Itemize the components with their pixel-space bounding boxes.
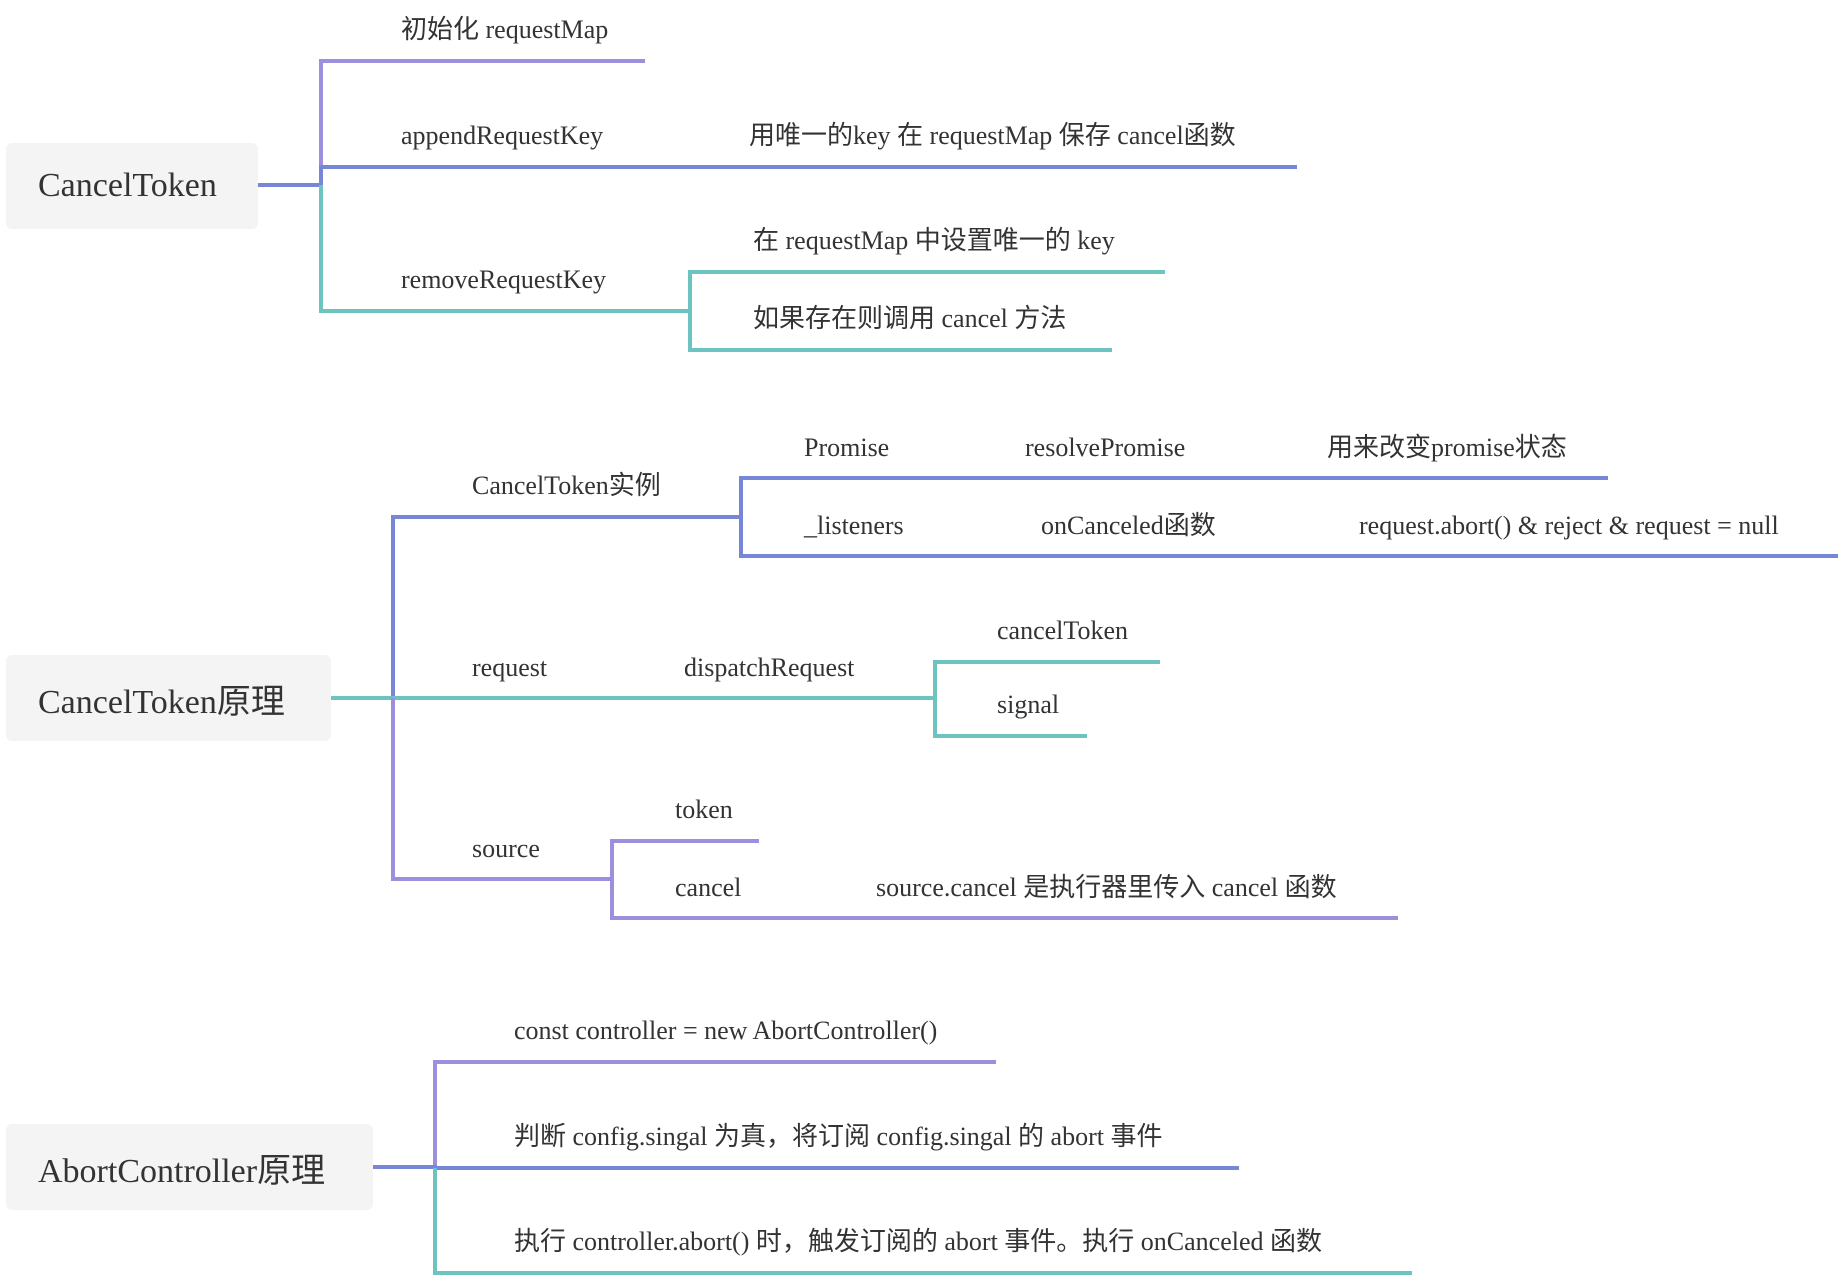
connector-instance-rows — [739, 476, 1838, 558]
node-signal[interactable]: signal — [997, 690, 1060, 719]
connector-root3-to-branch1 — [433, 1060, 996, 1167]
node-remove-desc-1[interactable]: 在 requestMap 中设置唯一的 key — [753, 226, 1115, 255]
root-node-canceltoken-principle[interactable]: CancelToken原理 — [6, 655, 331, 741]
connector-dispatch-children — [933, 660, 1160, 738]
connector-remove-to-children — [688, 270, 1165, 352]
node-cancel-token[interactable]: cancelToken — [997, 616, 1128, 645]
node-append-desc[interactable]: 用唯一的key 在 requestMap 保存 cancel函数 — [749, 121, 1236, 150]
connector-source-children — [610, 839, 1398, 920]
node-config-singal[interactable]: 判断 config.singal 为真，将订阅 config.singal 的 … — [514, 1122, 1163, 1151]
node-resolve-promise[interactable]: resolvePromise — [1025, 433, 1186, 462]
root-node-label: AbortController原理 — [38, 1152, 326, 1190]
node-cancel[interactable]: cancel — [675, 873, 742, 902]
connector-root2-to-source — [391, 698, 612, 881]
connector-root3-to-branch3 — [433, 1168, 1412, 1275]
node-init-requestmap[interactable]: 初始化 requestMap — [401, 15, 609, 44]
map2-connectors — [331, 476, 1838, 920]
root-node-label: CancelToken原理 — [38, 683, 285, 721]
connector-root-to-remove — [319, 185, 690, 313]
node-token[interactable]: token — [675, 795, 733, 824]
node-remove-request-key[interactable]: removeRequestKey — [401, 265, 607, 294]
node-dispatch-request[interactable]: dispatchRequest — [684, 653, 855, 682]
node-append-request-key[interactable]: appendRequestKey — [401, 121, 604, 150]
root-node-canceltoken[interactable]: CancelToken — [6, 143, 258, 229]
connector-root3-to-branch2 — [373, 1165, 1239, 1170]
node-listeners[interactable]: _listeners — [804, 511, 904, 540]
node-canceltoken-instance[interactable]: CancelToken实例 — [472, 471, 661, 500]
node-abort-desc[interactable]: request.abort() & reject & request = nul… — [1359, 511, 1779, 540]
node-source[interactable]: source — [472, 834, 540, 863]
map1-connectors — [258, 59, 1297, 352]
node-oncanceled-fn[interactable]: onCanceled函数 — [1041, 511, 1216, 540]
node-resolve-desc[interactable]: 用来改变promise状态 — [1327, 433, 1567, 462]
root-node-label: CancelToken — [38, 167, 217, 204]
connector-root2-to-instance — [391, 515, 741, 698]
node-request[interactable]: request — [472, 653, 548, 682]
node-source-cancel-desc[interactable]: source.cancel 是执行器里传入 cancel 函数 — [876, 873, 1337, 902]
node-promise[interactable]: Promise — [804, 433, 890, 462]
node-controller-abort[interactable]: 执行 controller.abort() 时，触发订阅的 abort 事件。执… — [514, 1227, 1323, 1256]
connector-root-to-append — [258, 165, 1297, 187]
map3-connectors — [373, 1060, 1412, 1275]
root-node-abortcontroller-principle[interactable]: AbortController原理 — [6, 1124, 373, 1210]
node-new-abortcontroller[interactable]: const controller = new AbortController() — [514, 1016, 938, 1045]
node-remove-desc-2[interactable]: 如果存在则调用 cancel 方法 — [753, 304, 1067, 333]
